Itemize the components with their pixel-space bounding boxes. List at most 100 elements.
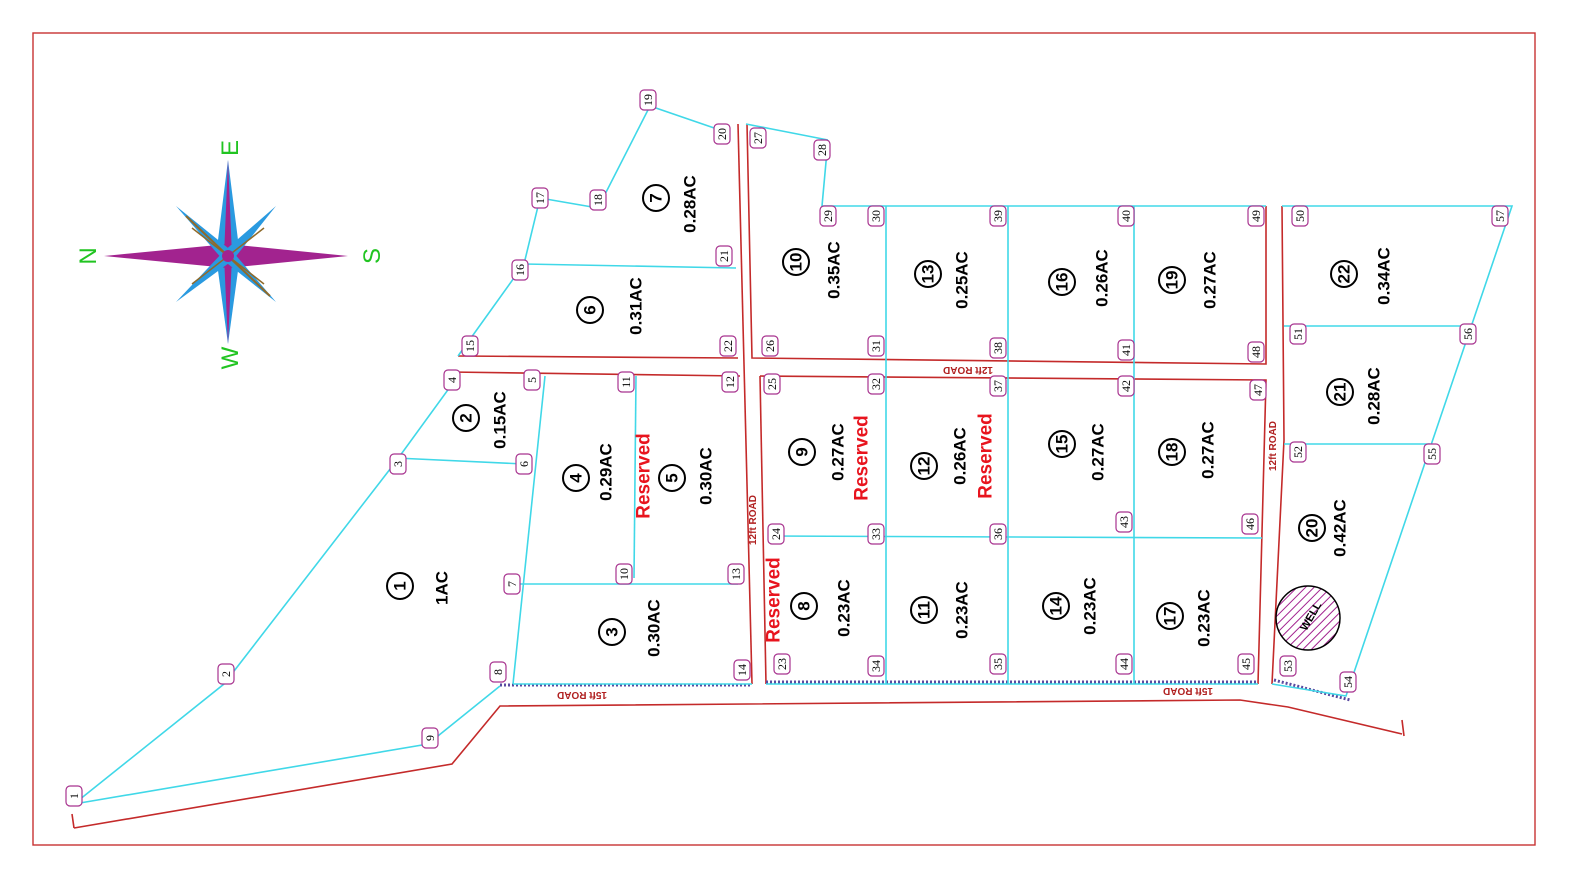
- survey-point-box: [727, 563, 745, 585]
- plot-number-circle: [1326, 378, 1354, 406]
- plot-number: 1: [391, 581, 410, 590]
- plot-area: 0.42AC: [1331, 499, 1350, 557]
- survey-point-box: [989, 523, 1007, 545]
- survey-point-26: 26: [761, 335, 779, 357]
- survey-point-label: 25: [765, 378, 779, 390]
- survey-point-box: [217, 663, 235, 685]
- survey-point-13: 13: [727, 563, 745, 585]
- plot-boundaries: [73, 105, 1514, 805]
- survey-point-box: [719, 335, 737, 357]
- survey-point-label: 39: [991, 210, 1005, 222]
- survey-point-8: 8: [489, 661, 507, 683]
- survey-point-label: 46: [1243, 518, 1257, 530]
- survey-point-box: [1247, 341, 1265, 363]
- road-label-12ft-left: 12ft ROAD: [748, 495, 759, 545]
- survey-point-box: [461, 335, 479, 357]
- survey-point-label: 52: [1291, 446, 1305, 458]
- survey-point-label: 33: [869, 528, 883, 540]
- survey-point-54: 54: [1339, 671, 1357, 693]
- plot-number-circle: [1042, 592, 1070, 620]
- survey-point-box: [867, 205, 885, 227]
- survey-point-49: 49: [1247, 205, 1265, 227]
- survey-point-box: [531, 187, 549, 209]
- survey-point-label: 50: [1293, 210, 1307, 222]
- survey-point-box: [589, 189, 607, 211]
- survey-point-label: 8: [491, 669, 505, 675]
- survey-point-box: [773, 653, 791, 675]
- plot-area: 0.27AC: [1199, 421, 1218, 479]
- survey-point-box: [523, 369, 541, 391]
- survey-point-box: [733, 659, 751, 681]
- survey-point-48: 48: [1247, 341, 1265, 363]
- survey-point-label: 16: [513, 264, 527, 276]
- survey-point-box: [989, 653, 1007, 675]
- survey-point-label: 34: [869, 660, 883, 672]
- compass-north: N: [75, 247, 102, 264]
- survey-point-22: 22: [719, 335, 737, 357]
- survey-point-label: 17: [533, 192, 547, 204]
- plot-area: 0.27AC: [829, 423, 848, 481]
- survey-point-16: 16: [511, 259, 529, 281]
- plot-area: 0.23AC: [953, 581, 972, 639]
- plot-number: 17: [1161, 607, 1180, 626]
- compass-south: S: [359, 248, 386, 264]
- survey-point-10: 10: [615, 563, 633, 585]
- survey-point-21: 21: [715, 245, 733, 267]
- survey-point-15: 15: [461, 335, 479, 357]
- survey-point-label: 31: [869, 340, 883, 352]
- survey-point-label: 45: [1239, 658, 1253, 670]
- survey-point-box: [989, 375, 1007, 397]
- road-label-15ft-left: 15ft ROAD: [557, 689, 607, 700]
- survey-point-box: [503, 573, 521, 595]
- plot-reserved-label: Reserved: [634, 433, 655, 519]
- survey-point-label: 28: [815, 144, 829, 156]
- survey-point-33: 33: [867, 523, 885, 545]
- plot-number-circle: [386, 572, 414, 600]
- survey-point-17: 17: [531, 187, 549, 209]
- survey-point-label: 7: [505, 581, 519, 587]
- survey-point-50: 50: [1291, 205, 1309, 227]
- survey-point-39: 39: [989, 205, 1007, 227]
- survey-point-label: 36: [991, 528, 1005, 540]
- survey-point-label: 11: [619, 376, 633, 388]
- survey-point-label: 18: [591, 194, 605, 206]
- survey-point-label: 49: [1249, 210, 1263, 222]
- survey-point-29: 29: [819, 205, 837, 227]
- survey-point-label: 27: [751, 132, 765, 144]
- plot-number: 7: [647, 193, 666, 202]
- plot-number: 2: [457, 413, 476, 422]
- survey-point-box: [713, 123, 731, 145]
- plot-reserved-label: Reserved: [852, 415, 873, 501]
- survey-point-box: [511, 259, 529, 281]
- survey-point-label: 5: [525, 377, 539, 383]
- plot-number: 11: [915, 601, 934, 619]
- survey-point-55: 55: [1423, 443, 1441, 465]
- plot-number: 18: [1163, 443, 1182, 462]
- survey-point-label: 38: [991, 342, 1005, 354]
- plot-number-circle: [642, 184, 670, 212]
- plot-number-circle: [914, 260, 942, 288]
- survey-point-9: 9: [421, 727, 439, 749]
- survey-point-18: 18: [589, 189, 607, 211]
- road-hatch: [500, 678, 1351, 702]
- survey-point-box: [515, 453, 533, 475]
- survey-point-31: 31: [867, 335, 885, 357]
- survey-point-box: [1289, 323, 1307, 345]
- survey-point-box: [1279, 655, 1297, 677]
- survey-point-label: 20: [715, 128, 729, 140]
- survey-point-box: [1237, 653, 1255, 675]
- plot-reserved-label: Reserved: [976, 413, 997, 499]
- plot-number-circle: [1330, 260, 1358, 288]
- survey-point-56: 56: [1459, 323, 1477, 345]
- survey-point-box: [389, 453, 407, 475]
- well-symbol: WELL: [1275, 585, 1341, 651]
